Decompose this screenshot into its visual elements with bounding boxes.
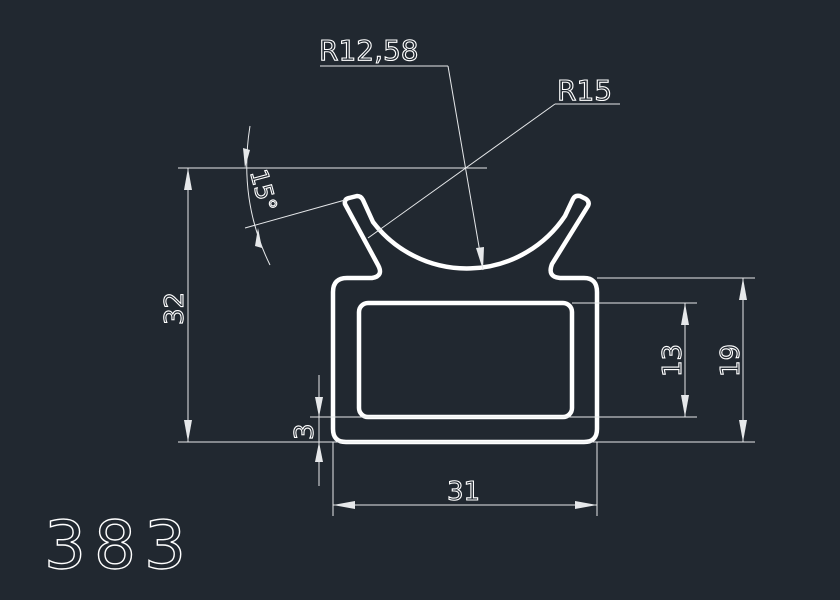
dimension-label-31: 31 bbox=[447, 477, 480, 507]
inner-cavity bbox=[356, 300, 575, 420]
angle-dimension-15: 15° bbox=[243, 125, 346, 266]
dimension-label-19: 19 bbox=[716, 344, 746, 377]
profile-outline bbox=[330, 193, 600, 445]
part-number: 383 bbox=[44, 507, 194, 584]
dimension-label-13: 13 bbox=[658, 344, 688, 377]
dimension-3: 3 bbox=[289, 375, 323, 486]
dimension-label-32: 32 bbox=[160, 292, 190, 325]
radius-callout-r12-58: R12,58 bbox=[318, 33, 484, 271]
angle-label-15: 15° bbox=[244, 166, 282, 214]
dimension-31: 31 bbox=[333, 476, 597, 509]
radius-label-r12-58: R12,58 bbox=[319, 34, 419, 67]
dimension-13: 13 bbox=[657, 303, 689, 417]
outer-profile bbox=[330, 193, 600, 445]
radius-label-r15: R15 bbox=[557, 74, 612, 107]
extension-lines bbox=[178, 167, 755, 516]
dimension-label-3: 3 bbox=[290, 423, 320, 440]
dimension-19: 19 bbox=[715, 278, 747, 442]
dimension-32: 32 bbox=[159, 168, 192, 442]
radius-callout-r15: R15 bbox=[367, 73, 620, 239]
